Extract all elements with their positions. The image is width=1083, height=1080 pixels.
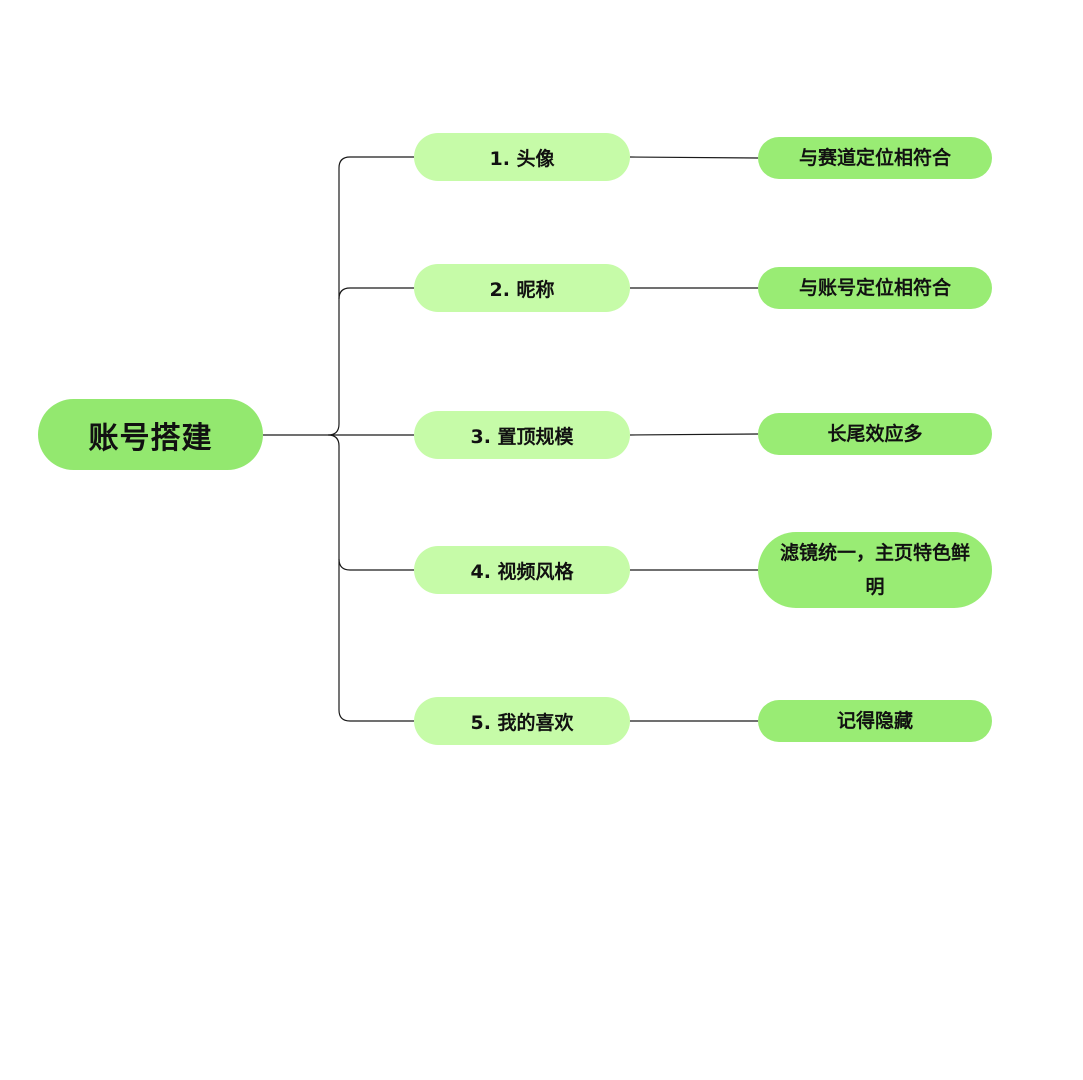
branch-node-video-style: 4. 视频风格 [414,546,630,594]
branch-node-pinned: 3. 置顶规模 [414,411,630,459]
branch-label: 3. 置顶规模 [470,425,574,448]
trunk-branch-5-line [338,709,414,722]
leaf-node-video-style: 滤镜统一，主页特色鲜明 [758,532,992,608]
branch-label: 4. 视频风格 [470,560,574,583]
root-node: 账号搭建 [38,399,263,470]
leaf-label: 与赛道定位相符合 [798,147,951,169]
trunk-branch-2-line [338,287,414,300]
branch-node-likes: 5. 我的喜欢 [414,697,630,745]
leaf-node-avatar: 与赛道定位相符合 [758,137,992,179]
root-label: 账号搭建 [88,420,213,456]
leaf-label: 记得隐藏 [836,710,913,732]
leaf-node-nickname: 与账号定位相符合 [758,267,992,309]
leaf-label: 滤镜统一，主页特色鲜明 [779,542,970,598]
leaf-label: 与账号定位相符合 [798,277,951,299]
branch-node-avatar: 1. 头像 [414,133,630,181]
branch-label: 5. 我的喜欢 [470,711,574,734]
branch-3-to-leaf-line [629,433,759,436]
leaf-node-likes: 记得隐藏 [758,700,992,742]
leaf-label: 长尾效应多 [827,423,923,445]
branch-label: 2. 昵称 [489,278,555,301]
branch-label: 1. 头像 [489,147,555,170]
leaf-node-pinned: 长尾效应多 [758,413,992,455]
trunk-line [327,168,340,710]
trunk-branch-4-line [338,558,414,571]
branch-1-to-leaf-line [629,156,759,159]
trunk-branch-1-line [338,156,414,169]
branch-node-nickname: 2. 昵称 [414,264,630,312]
